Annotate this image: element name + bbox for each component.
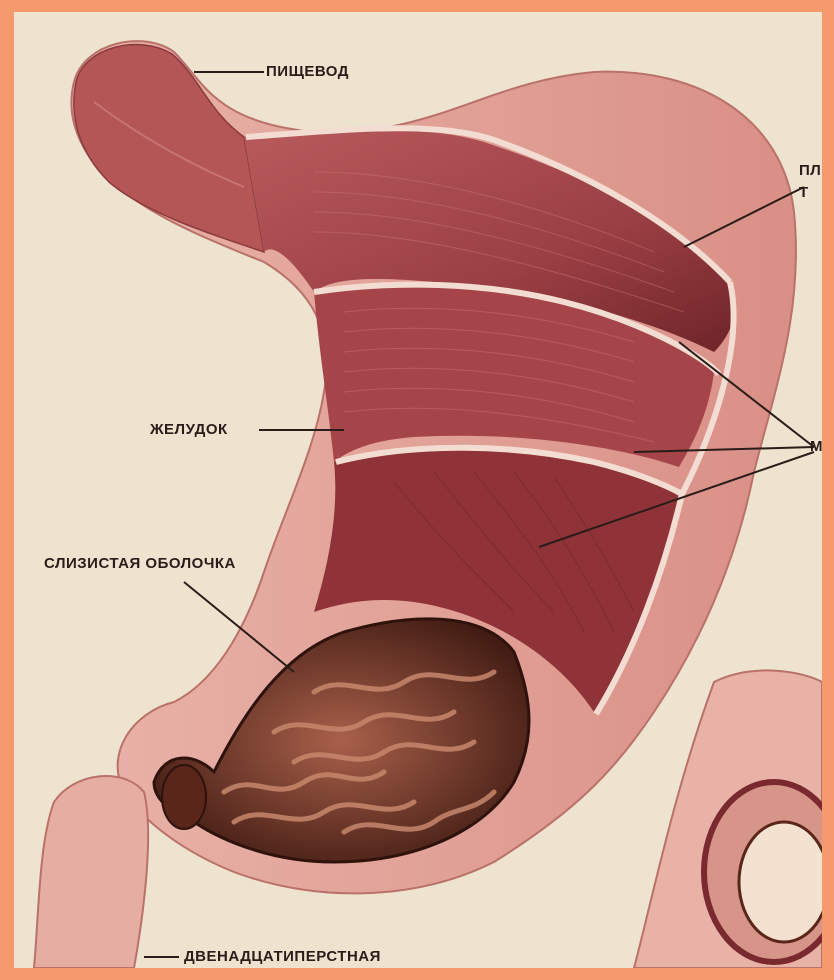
label-mucosa: СЛИЗИСТАЯ ОБОЛОЧКА	[44, 555, 236, 572]
label-right-mid: М	[810, 438, 822, 455]
label-right-top-2: Т	[799, 184, 809, 201]
label-right-top-1: ПЛ	[799, 162, 821, 179]
stomach-illustration	[14, 12, 822, 968]
label-stomach: ЖЕЛУДОК	[150, 421, 228, 438]
duodenum-tube	[34, 776, 148, 968]
illustration-paper: ПИЩЕВОД ЖЕЛУДОК СЛИЗИСТАЯ ОБОЛОЧКА ДВЕНА…	[14, 12, 822, 968]
label-esophagus: ПИЩЕВОД	[266, 63, 349, 80]
label-duodenum: ДВЕНАДЦАТИПЕРСТНАЯ	[184, 948, 381, 965]
